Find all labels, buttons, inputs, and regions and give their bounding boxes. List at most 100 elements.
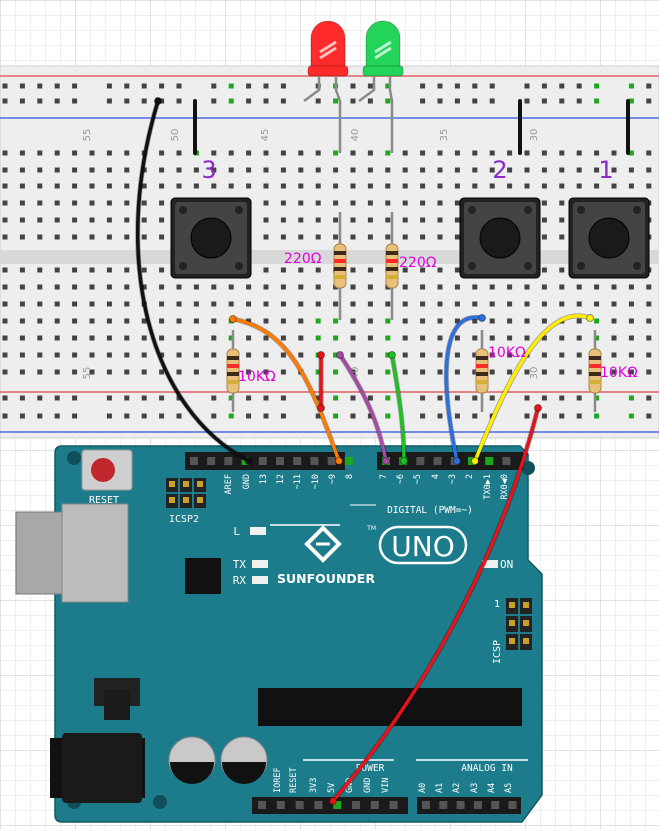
hole — [37, 318, 43, 324]
hole — [350, 352, 356, 358]
hole — [54, 267, 60, 273]
hole — [402, 183, 408, 189]
hole — [628, 98, 634, 104]
hole — [280, 284, 286, 290]
hole — [350, 369, 356, 375]
hole — [2, 183, 8, 189]
hole — [507, 301, 513, 307]
hole — [350, 217, 356, 223]
hole — [559, 413, 565, 419]
capacitor-mark — [222, 762, 266, 784]
button-cap — [190, 217, 232, 259]
hole — [159, 395, 165, 401]
hole — [159, 150, 165, 156]
hole — [159, 413, 165, 419]
button-screw — [633, 206, 641, 214]
hole — [263, 301, 269, 307]
resistor-band — [227, 356, 239, 360]
hole — [437, 217, 443, 223]
hole — [193, 167, 199, 173]
hole — [72, 150, 78, 156]
hole — [489, 284, 495, 290]
led-l-label: L — [233, 525, 240, 538]
hole — [472, 369, 478, 375]
hole — [594, 98, 600, 104]
hole — [385, 395, 391, 401]
hole — [124, 301, 130, 307]
hole — [646, 98, 652, 104]
hole — [2, 369, 8, 375]
push-button-3 — [170, 197, 252, 279]
hole — [541, 217, 547, 223]
header-socket — [276, 457, 284, 465]
hole — [19, 150, 25, 156]
hole — [193, 335, 199, 341]
header-socket — [389, 801, 398, 809]
hole — [541, 395, 547, 401]
hole — [176, 335, 182, 341]
hole — [280, 395, 286, 401]
button-number-label: 2 — [492, 156, 507, 184]
hole — [437, 234, 443, 240]
digital-pin-label: 4 — [431, 474, 441, 479]
hole — [89, 284, 95, 290]
hole — [594, 318, 600, 324]
hole — [420, 352, 426, 358]
led-tx-label: TX — [233, 558, 247, 571]
hole — [541, 284, 547, 290]
hole — [628, 413, 634, 419]
hole — [385, 369, 391, 375]
hole — [559, 267, 565, 273]
hole — [280, 335, 286, 341]
hole — [489, 150, 495, 156]
red-jumper-rail-end — [317, 351, 325, 359]
hole — [333, 200, 339, 206]
resistor-220-green-led — [385, 212, 399, 320]
hole — [420, 217, 426, 223]
power-pin-label: GND — [345, 778, 355, 793]
hole — [124, 83, 130, 89]
header-socket — [333, 801, 342, 809]
hole — [385, 234, 391, 240]
hole — [19, 98, 25, 104]
icsp2-header — [166, 478, 206, 508]
hole — [141, 284, 147, 290]
analog-pin-label: A2 — [452, 783, 462, 793]
hole — [124, 98, 130, 104]
mounting-hole — [521, 461, 535, 475]
hole — [402, 352, 408, 358]
header-socket — [224, 457, 233, 465]
hole — [437, 335, 443, 341]
hole — [159, 234, 165, 240]
hole — [367, 413, 373, 419]
board-pcb — [54, 445, 543, 823]
hole — [228, 183, 234, 189]
hole — [628, 301, 634, 307]
hole — [385, 301, 391, 307]
hole — [176, 301, 182, 307]
hole — [315, 395, 321, 401]
hole — [576, 318, 582, 324]
power-pin-label: GND — [363, 778, 373, 793]
hole — [228, 150, 234, 156]
hole — [437, 352, 443, 358]
hole — [315, 200, 321, 206]
hole — [315, 413, 321, 419]
hole — [72, 395, 78, 401]
header-socket — [344, 457, 353, 465]
hole — [472, 413, 478, 419]
leds — [307, 20, 404, 77]
hole — [576, 352, 582, 358]
hole — [19, 83, 25, 89]
hole — [89, 167, 95, 173]
hole — [489, 98, 495, 104]
digital-header-right — [377, 452, 523, 470]
hole — [263, 352, 269, 358]
hole — [159, 98, 165, 104]
hole — [141, 200, 147, 206]
hole — [559, 200, 565, 206]
hole — [159, 284, 165, 290]
push-button-1 — [568, 197, 650, 279]
hole — [37, 83, 43, 89]
hole — [472, 83, 478, 89]
